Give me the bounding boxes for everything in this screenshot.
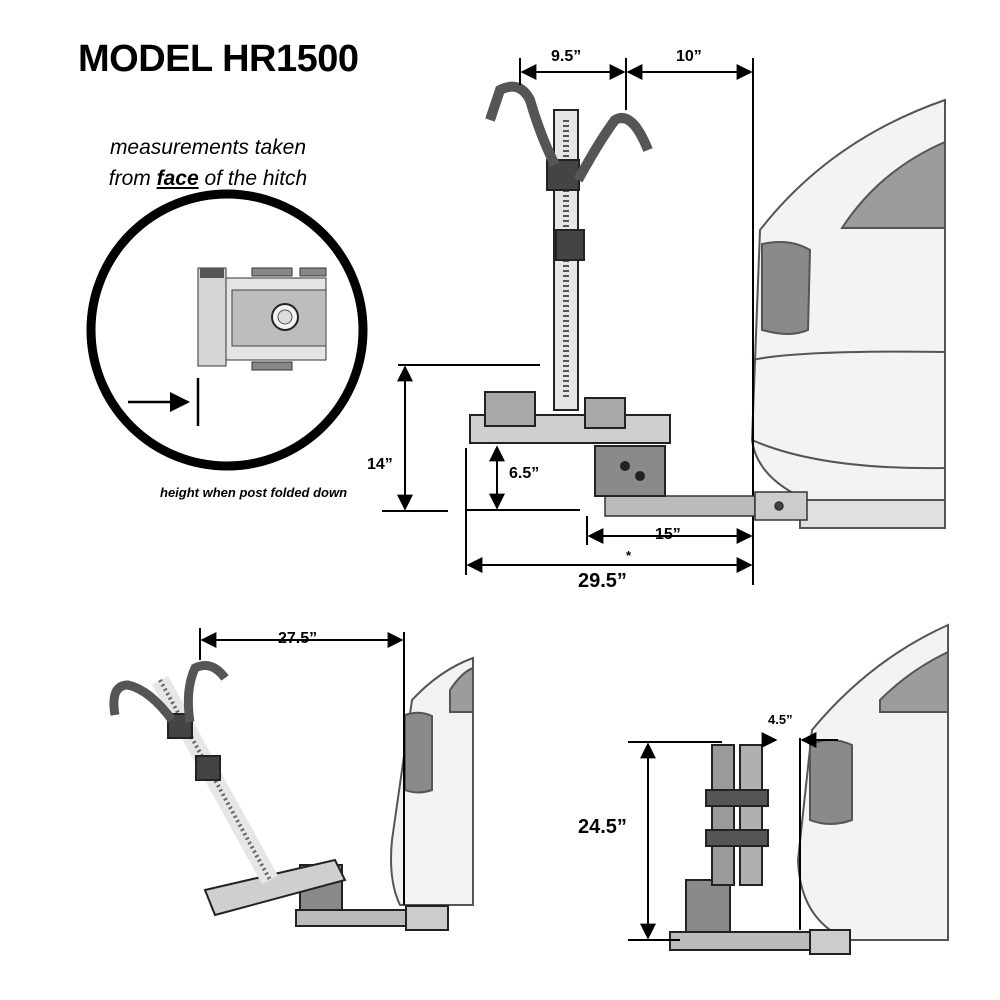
note-line-2-suffix: of the hitch <box>198 167 308 190</box>
dim-folded-clearance: 4.5” <box>768 712 793 727</box>
dim-hitch-to-mount: 15” <box>655 526 681 543</box>
dim-platform-height: 6.5” <box>509 465 540 482</box>
dimension-lines-top <box>382 58 753 575</box>
dim-post-spacing: 9.5” <box>551 48 582 65</box>
note-line-2: from face of the hitch <box>88 163 328 194</box>
dim-total-length: 29.5” <box>578 570 627 592</box>
car-rear-top <box>750 98 946 529</box>
bike-rack-tilted <box>109 661 449 931</box>
model-title: MODEL HR1500 <box>78 38 359 80</box>
note-line-2-prefix: from <box>108 167 157 190</box>
bike-rack-folded <box>669 744 851 955</box>
dim-total-marker: * <box>626 548 632 563</box>
hitch-detail-circle <box>86 189 368 471</box>
measurement-note: measurements taken from face of the hitc… <box>88 132 328 194</box>
dim-post-to-hitch: 10” <box>676 48 702 65</box>
dim-height-folded: 14” <box>367 456 393 473</box>
dimension-lines-left <box>199 628 404 660</box>
dim-folded-height: 24.5” <box>578 816 627 838</box>
caption-height-folded: height when post folded down <box>160 485 348 500</box>
note-emphasis: face <box>156 167 199 190</box>
dim-tilted-length: 27.5” <box>278 630 318 647</box>
hitch-bar-top <box>604 491 808 521</box>
note-line-1: measurements taken <box>109 136 307 159</box>
bike-rack-upright <box>469 81 671 497</box>
dimension-lines-right <box>628 732 838 941</box>
car-rear-right <box>796 623 949 941</box>
